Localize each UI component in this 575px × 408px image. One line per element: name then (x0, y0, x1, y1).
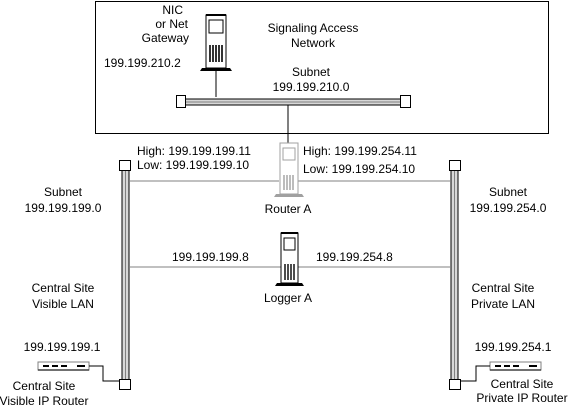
gateway-tower-icon (200, 14, 232, 71)
access-subnet-ip: 199.199.210.0 (273, 80, 350, 94)
gateway-ip: 199.199.210.2 (104, 56, 181, 70)
private-ip-router-icon (489, 361, 542, 371)
visible-router-label-line2: Visible IP Router (0, 394, 88, 408)
private-router-label-line1: Central Site (491, 377, 554, 391)
visible-router-ip: 199.199.199.1 (24, 340, 101, 354)
gateway-label-line1: NIC (162, 3, 183, 17)
visible-ip-router-icon (37, 361, 90, 371)
visible-lan-bus (119, 160, 131, 390)
logger-a-right-ip: 199.199.254.8 (316, 250, 393, 264)
network-title-line1: Signaling Access (268, 21, 359, 35)
visible-lan-label-line2: Visible LAN (32, 297, 94, 311)
gateway-label-line2: or Net (155, 17, 188, 31)
private-lan-bus (449, 160, 461, 390)
logger-a-name: Logger A (264, 291, 312, 305)
private-lan-label-line1: Central Site (472, 281, 535, 295)
router-a-left-high: High: 199.199.199.11 (137, 144, 251, 158)
router-a-name: Router A (265, 202, 312, 216)
router-a-right-low: Low: 199.199.254.10 (303, 162, 415, 176)
private-subnet-label: Subnet (489, 185, 528, 199)
visible-subnet-label: Subnet (44, 185, 83, 199)
private-router-link (460, 365, 490, 382)
signaling-access-network-box (95, 1, 549, 134)
logger-a-left-ip: 199.199.199.8 (172, 250, 249, 264)
logger-a-tower-icon (275, 232, 304, 286)
router-a-left-low: Low: 199.199.199.10 (137, 158, 249, 172)
visible-lan-label-line1: Central Site (32, 281, 95, 295)
visible-subnet-ip: 199.199.199.0 (25, 201, 102, 215)
router-a-tower-icon (274, 142, 304, 197)
private-router-label-line2: Private IP Router (476, 391, 567, 405)
visible-router-label-line1: Central Site (13, 379, 76, 393)
visible-router-link (89, 365, 119, 382)
network-title-line2: Network (291, 36, 336, 50)
private-router-ip: 199.199.254.1 (475, 340, 552, 354)
private-lan-label-line2: Private LAN (471, 297, 535, 311)
access-subnet-label: Subnet (292, 65, 331, 79)
access-subnet-bus (176, 95, 411, 108)
gateway-label-line3: Gateway (142, 31, 189, 45)
private-subnet-ip: 199.199.254.0 (470, 201, 547, 215)
router-a-right-high: High: 199.199.254.11 (303, 144, 417, 158)
